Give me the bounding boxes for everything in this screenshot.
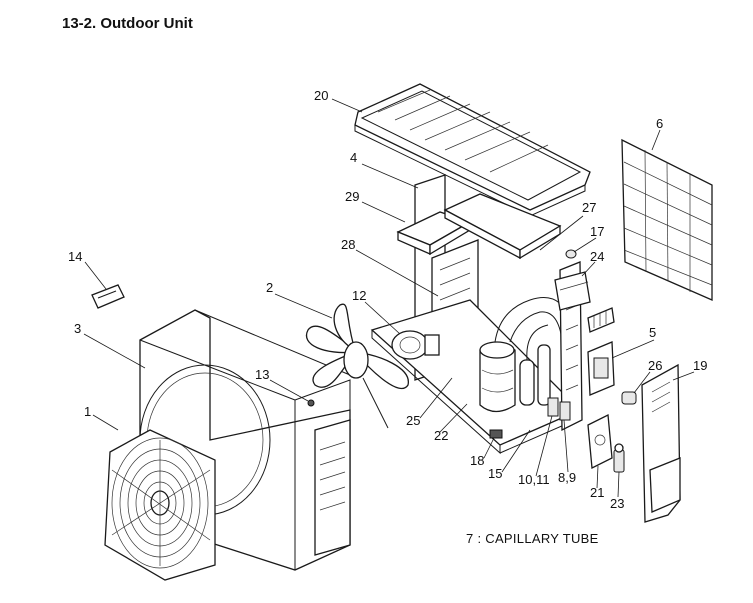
callout-22: 22 — [434, 428, 448, 443]
callout-21: 21 — [590, 485, 604, 500]
callout-20: 20 — [314, 88, 328, 103]
callout-2: 2 — [266, 280, 273, 295]
part-propeller-fan — [305, 303, 409, 429]
callout-15: 15 — [488, 466, 502, 481]
callout-24: 24 — [590, 249, 604, 264]
part-handle — [91, 284, 125, 309]
callout-5: 5 — [649, 325, 656, 340]
callout-25: 25 — [406, 413, 420, 428]
part-sensor — [621, 391, 637, 405]
callout-23: 23 — [610, 496, 624, 511]
part-terminal-block — [587, 307, 615, 333]
callout-18: 18 — [470, 453, 484, 468]
callout-19: 19 — [693, 358, 707, 373]
part-terminal-cover — [587, 341, 615, 396]
part-front-grille — [104, 429, 216, 581]
callout-1: 1 — [84, 404, 91, 419]
callout-4: 4 — [350, 150, 357, 165]
callout-29: 29 — [345, 189, 359, 204]
leader-lines — [83, 98, 695, 498]
callout-12: 12 — [352, 288, 366, 303]
part-screw — [307, 399, 315, 407]
part-valve — [613, 443, 625, 473]
callout-17: 17 — [590, 224, 604, 239]
callout-labels: 20 4 29 27 17 6 24 14 28 2 12 3 5 13 26 … — [68, 88, 707, 511]
part-reactor — [587, 413, 613, 470]
callout-26: 26 — [648, 358, 662, 373]
callout-14: 14 — [68, 249, 82, 264]
part-right-panel — [641, 363, 681, 523]
callout-6: 6 — [656, 116, 663, 131]
callout-28: 28 — [341, 237, 355, 252]
callout-8-9: 8,9 — [558, 470, 576, 485]
callout-10-11: 10,11 — [518, 472, 550, 487]
callout-3: 3 — [74, 321, 81, 336]
part-rear-grille — [621, 138, 713, 301]
capillary-tube-note: 7 : CAPILLARY TUBE — [466, 531, 599, 546]
part-chassis — [370, 174, 591, 455]
page-title: 13-2. Outdoor Unit — [62, 15, 193, 32]
callout-13: 13 — [255, 367, 269, 382]
callout-27: 27 — [582, 200, 596, 215]
part-top-cover — [354, 83, 591, 217]
